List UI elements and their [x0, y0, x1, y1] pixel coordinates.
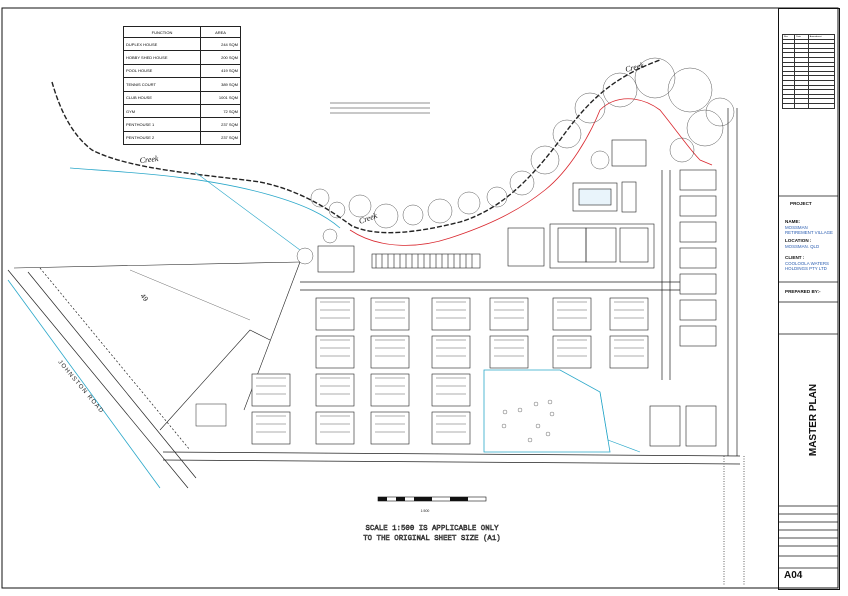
drawing-title: MASTER PLAN [808, 384, 819, 456]
location-label: LOCATION : [785, 238, 812, 243]
sheet-number: A04 [784, 570, 803, 581]
creek-label-upper: Creek [624, 61, 645, 74]
creek-line [51, 59, 661, 234]
area-cell: 244 SQM [200, 36, 241, 52]
function-cell: TENNIS COURT [122, 77, 202, 92]
area-cell: 1001 SQM [200, 90, 241, 105]
function-cell: PENTHOUSE 1 [122, 117, 202, 132]
open-space-trees [501, 399, 555, 443]
function-cell: HOBBY SHED HOUSE [122, 50, 202, 65]
red-boundary [349, 98, 713, 246]
johnston-road [7, 267, 197, 489]
title-block [778, 8, 840, 590]
function-cell: CLUB HOUSE [122, 90, 202, 105]
location-value: MOSSMAN. QLD [785, 244, 820, 249]
scale-note-line2: TO THE ORIGINAL SHEET SIZE (A1) [363, 535, 501, 543]
area-cell: 237 SQM [200, 130, 241, 146]
area-cell: 200 SQM [200, 50, 241, 65]
creek-label-left: Creek [139, 154, 159, 165]
lot-number-label: 49 [138, 293, 148, 304]
title-block-lines [778, 195, 838, 569]
open-space-boundary [483, 369, 611, 453]
area-table-header-function: FUNCTION [122, 26, 202, 38]
revision-table: Rev Date Amendment [781, 34, 836, 109]
project-name-value: MOSSMAN RETIREMENT VILLAGE [785, 225, 833, 235]
area-cell: 419 SQM [200, 63, 241, 79]
revision-row [781, 102, 836, 109]
lot-boundary [13, 261, 301, 269]
road-name-label: JOHNSTON ROAD [56, 359, 104, 415]
scale-bar-caption: 1:500 [421, 509, 430, 513]
function-cell: DUPLEX HOUSE [122, 36, 202, 52]
pool-clubhouse-area [507, 139, 655, 269]
function-cell: POOL HOUSE [122, 63, 202, 79]
prepared-by-label: PREPARED BY:- [785, 289, 821, 294]
project-name-label: NAME: [785, 219, 801, 224]
tree-canopy [296, 57, 735, 265]
scale-note-line1: SCALE 1:500 IS APPLICABLE ONLY [365, 525, 499, 533]
client-label: CLIENT : [785, 255, 805, 260]
area-table-header-area: AREA [200, 26, 241, 38]
entry-road [723, 456, 745, 586]
area-table-header: FUNCTION AREA [122, 26, 241, 38]
parking-row [371, 253, 481, 269]
function-cell: PENTHOUSE 2 [122, 130, 202, 146]
scale-bar [377, 496, 487, 502]
function-cell: GYM [122, 103, 202, 119]
internal-road [162, 108, 741, 465]
sheet-border [1, 7, 839, 589]
area-cell: 72 SQM [200, 103, 241, 119]
watercourse-cyan [7, 279, 161, 489]
client-value: COOLOOLA WATERS HOLDINGS PTY LTD [785, 261, 829, 271]
housing-blocks [251, 169, 717, 447]
creek-cyan-left [69, 167, 341, 229]
project-heading: PROJECT [790, 201, 812, 206]
creek-label-middle: Creek [358, 211, 379, 226]
area-cell: 237 SQM [200, 117, 241, 132]
top-dimension-lines [330, 102, 430, 114]
block-interior-hatch [256, 301, 644, 433]
watercourse-cyan-2 [194, 171, 301, 251]
small-structure [195, 403, 227, 427]
area-cell: 389 SQM [200, 77, 241, 92]
